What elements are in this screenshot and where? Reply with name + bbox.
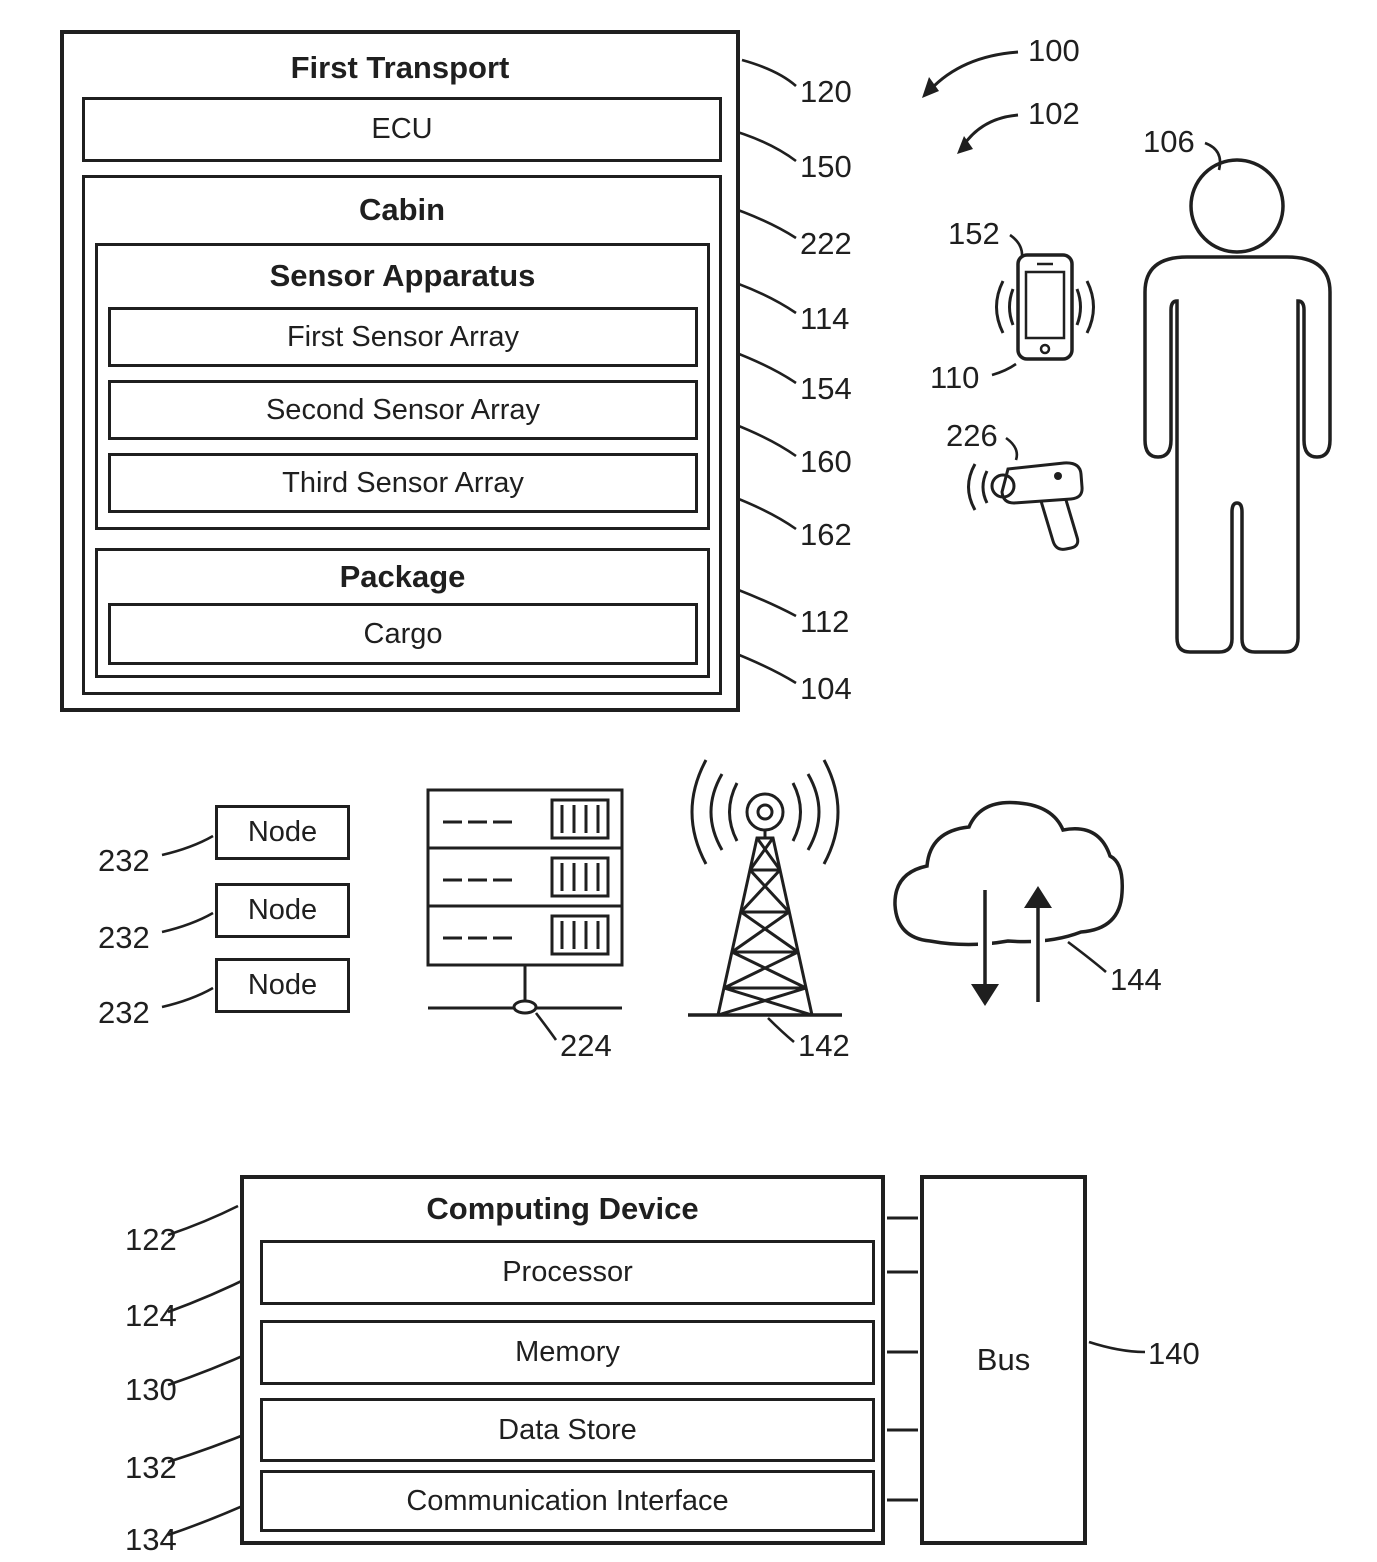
node-box-2: Node <box>215 883 350 938</box>
package-title: Package <box>339 559 466 594</box>
cargo-box: Cargo <box>108 603 698 665</box>
communication-interface-label: Communication Interface <box>406 1484 729 1517</box>
sensor-apparatus-box: Sensor Apparatus First Sensor Array Seco… <box>95 243 710 530</box>
node-label: Node <box>247 816 318 848</box>
third-sensor-array-box: Third Sensor Array <box>108 453 698 513</box>
computing-device-title: Computing Device <box>426 1191 699 1226</box>
radio-tower-icon <box>688 759 842 1017</box>
environment-arrow <box>957 113 1019 154</box>
node-box-1: Node <box>215 805 350 860</box>
data-store-box: Data Store <box>260 1398 875 1462</box>
memory-box: Memory <box>260 1320 875 1385</box>
ref-152: 152 <box>948 216 1000 251</box>
processor-label: Processor <box>502 1256 633 1288</box>
smartphone-icon <box>995 253 1095 361</box>
ref-130: 130 <box>125 1372 177 1407</box>
ref-102: 102 <box>1028 96 1080 131</box>
bus-box: Bus <box>920 1175 1087 1545</box>
first-sensor-array-box: First Sensor Array <box>108 307 698 367</box>
ref-224: 224 <box>560 1028 612 1063</box>
first-transport-box: First Transport ECU Cabin Sensor Apparat… <box>60 30 740 712</box>
ref-154: 154 <box>800 371 852 406</box>
ref-120: 120 <box>800 74 852 109</box>
ref-134: 134 <box>125 1522 177 1557</box>
cabin-box: Cabin Sensor Apparatus First Sensor Arra… <box>82 175 722 695</box>
node-label: Node <box>247 969 318 1001</box>
package-box: Package Cargo <box>95 548 710 678</box>
first-sensor-array-label: First Sensor Array <box>286 320 520 353</box>
ref-140: 140 <box>1148 1336 1200 1371</box>
ref-112: 112 <box>800 604 850 639</box>
data-store-label: Data Store <box>498 1413 637 1446</box>
cargo-label: Cargo <box>363 617 443 650</box>
ref-162: 162 <box>800 517 852 552</box>
ref-226: 226 <box>946 418 998 453</box>
ref-232-1: 232 <box>98 843 150 878</box>
first-transport-title: First Transport <box>290 50 510 85</box>
ref-114: 114 <box>800 301 850 336</box>
ref-232-2: 232 <box>98 920 150 955</box>
ecu-box: ECU <box>82 97 722 162</box>
communication-interface-box: Communication Interface <box>260 1470 875 1532</box>
cloud-sync-icon <box>893 800 1124 1006</box>
node-box-3: Node <box>215 958 350 1013</box>
ref-232-3: 232 <box>98 995 150 1030</box>
ref-104: 104 <box>800 671 852 706</box>
server-icon <box>426 788 624 1015</box>
ref-144: 144 <box>1110 962 1162 997</box>
ref-222: 222 <box>800 226 852 261</box>
scanner-icon <box>967 461 1084 551</box>
ref-160: 160 <box>800 444 852 479</box>
ref-150: 150 <box>800 149 852 184</box>
bus-connectors <box>887 1216 918 1502</box>
ref-110: 110 <box>930 360 980 395</box>
second-sensor-array-label: Second Sensor Array <box>265 393 541 426</box>
ecu-label: ECU <box>371 113 433 145</box>
ref-100: 100 <box>1028 33 1080 68</box>
node-label: Node <box>247 894 318 926</box>
computing-device-box: Computing Device Processor Memory Data S… <box>240 1175 885 1545</box>
ref-106: 106 <box>1143 124 1195 159</box>
third-sensor-array-label: Third Sensor Array <box>282 466 524 499</box>
cabin-title: Cabin <box>358 192 446 227</box>
system-arrow <box>922 50 1019 98</box>
sensor-apparatus-title: Sensor Apparatus <box>269 258 536 293</box>
ref-122: 122 <box>125 1222 177 1257</box>
ref-132: 132 <box>125 1450 177 1485</box>
ref-124: 124 <box>125 1298 177 1333</box>
processor-box: Processor <box>260 1240 875 1305</box>
bus-label: Bus <box>976 1342 1031 1377</box>
memory-label: Memory <box>515 1336 620 1368</box>
ref-142: 142 <box>798 1028 850 1063</box>
second-sensor-array-box: Second Sensor Array <box>108 380 698 440</box>
person-icon <box>1143 158 1332 654</box>
